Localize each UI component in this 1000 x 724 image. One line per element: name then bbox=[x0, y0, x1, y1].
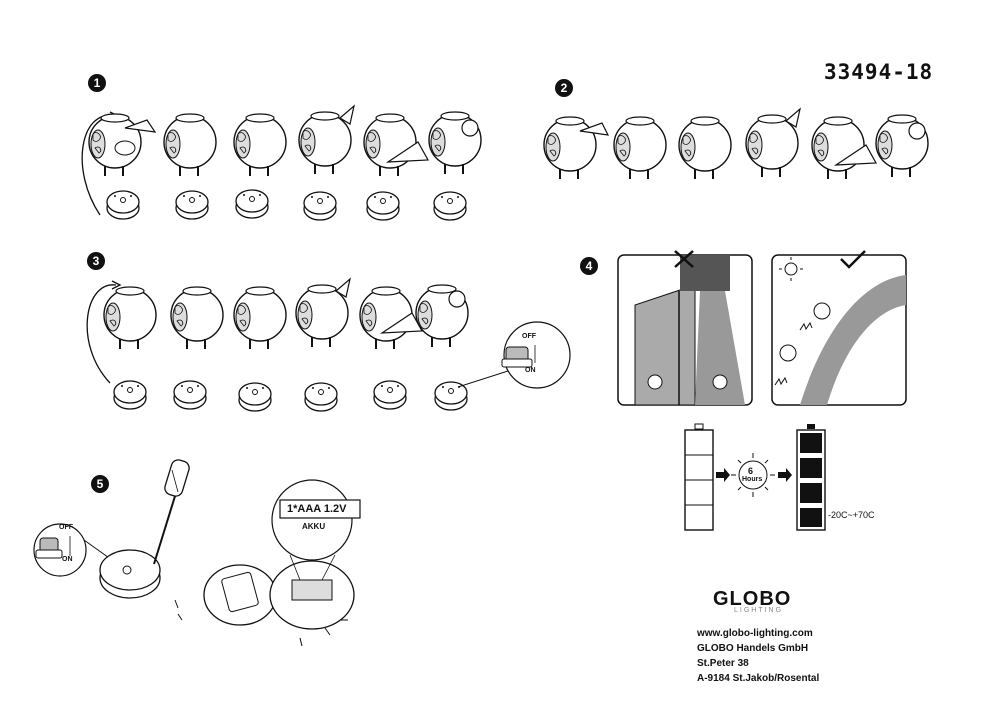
step5-switch-on-label: ON bbox=[62, 556, 73, 563]
company-city: A-9184 St.Jakob/Rosental bbox=[697, 673, 820, 684]
step-3-illustration bbox=[86, 277, 571, 412]
step-2-badge: 2 bbox=[555, 79, 573, 97]
website-link[interactable]: www.globo-lighting.com bbox=[697, 628, 813, 639]
step-1-badge: 1 bbox=[88, 74, 106, 92]
company-logo-subtitle: LIGHTING bbox=[734, 607, 784, 614]
switch-off-label: OFF bbox=[522, 333, 536, 340]
charging-diagram bbox=[684, 423, 826, 531]
charge-hours-unit: Hours bbox=[742, 476, 763, 483]
step5-switch-off-label: OFF bbox=[59, 524, 73, 531]
step-4-badge: 4 bbox=[580, 257, 598, 275]
step-1-illustration bbox=[81, 104, 482, 221]
step-3-badge: 3 bbox=[87, 252, 105, 270]
company-name: GLOBO Handels GmbH bbox=[697, 643, 809, 654]
switch-on-label: ON bbox=[525, 367, 536, 374]
product-code: 33494-18 bbox=[824, 60, 934, 84]
battery-kind-label: AKKU bbox=[302, 522, 326, 531]
step-5-illustration bbox=[33, 459, 361, 647]
temperature-range: -20C~+70C bbox=[828, 510, 875, 520]
company-street: St.Peter 38 bbox=[697, 658, 749, 669]
company-logo: GLOBO bbox=[713, 588, 792, 610]
step-5-badge: 5 bbox=[91, 475, 109, 493]
battery-type-label: 1*AAA 1.2V bbox=[287, 503, 347, 515]
company-address: www.globo-lighting.com GLOBO Handels Gmb… bbox=[697, 626, 819, 686]
step-2-illustration bbox=[543, 107, 929, 180]
charge-hours-value: 6 bbox=[748, 466, 754, 476]
placement-panels bbox=[617, 250, 907, 406]
